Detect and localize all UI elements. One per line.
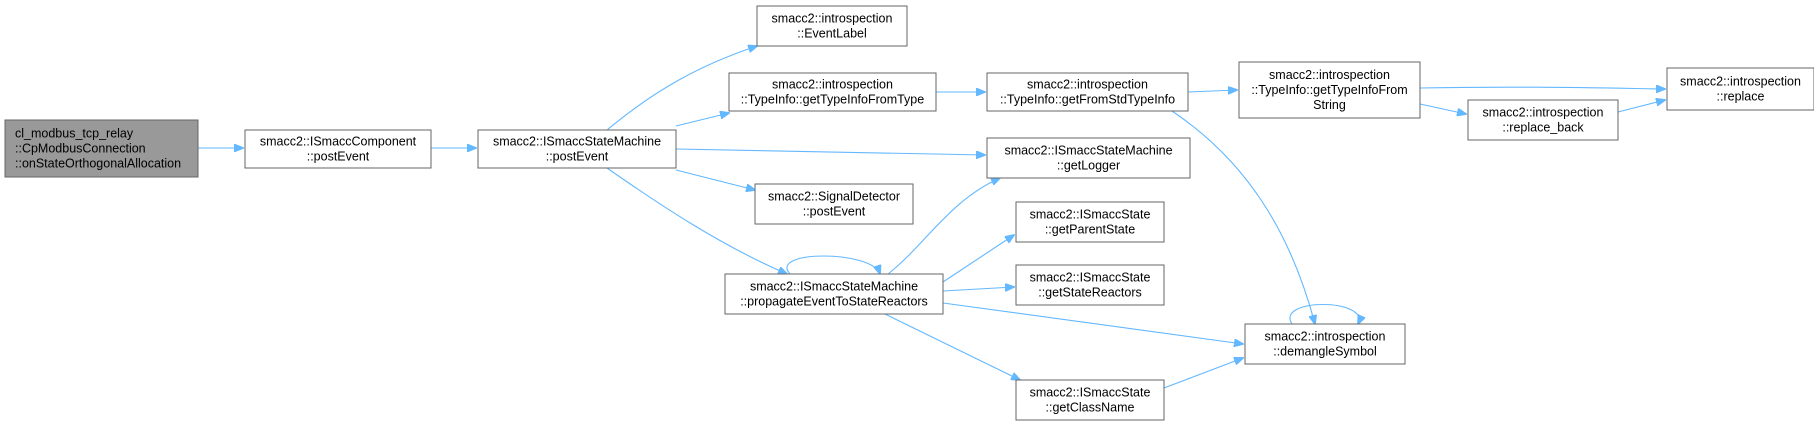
node-label-line: smacc2::introspection: [1027, 78, 1148, 92]
node-label-line: smacc2::introspection: [1483, 106, 1604, 120]
node-label-line: ::CpModbusConnection: [15, 142, 146, 156]
edge-getclass-to-demangle: [1163, 358, 1243, 389]
edge-propagate-to-demangle: [942, 302, 1243, 344]
node-label-line: ::getLogger: [1057, 159, 1120, 173]
edge-propagate-to-propagate: [786, 255, 880, 274]
edge-demangle-to-demangle: [1289, 304, 1359, 325]
edge-sm-post-to-evlabel: [606, 46, 757, 131]
node-label-line: smacc2::introspection: [772, 12, 893, 26]
node-demanglesymbol[interactable]: smacc2::introspection::demangleSymbol: [1244, 323, 1406, 365]
node-getstatereactors[interactable]: smacc2::ISmaccState::getStateReactors: [1015, 264, 1165, 306]
node-label-line: ::replace: [1717, 90, 1765, 104]
node-box: [244, 129, 432, 169]
node-box: [1666, 67, 1814, 111]
node-getlogger[interactable]: smacc2::ISmaccStateMachine::getLogger: [986, 137, 1191, 179]
node-box: [728, 72, 937, 112]
node-label-line: ::onStateOrthogonalAllocation: [15, 157, 181, 171]
node-label-line: smacc2::ISmaccComponent: [260, 135, 417, 149]
node-label-line: smacc2::ISmaccStateMachine: [493, 135, 661, 149]
node-signaldetector-postevent[interactable]: smacc2::SignalDetector::postEvent: [754, 183, 914, 225]
node-box: [1015, 379, 1165, 421]
node-getparentstate[interactable]: smacc2::ISmaccState::getParentState: [1015, 201, 1165, 243]
edge-propagate-to-getclass: [884, 313, 1020, 380]
node-label-line: smacc2::ISmaccStateMachine: [750, 280, 918, 294]
node-label-line: cl_modbus_tcp_relay: [15, 127, 134, 141]
node-box: [1015, 201, 1165, 243]
node-label-line: ::postEvent: [546, 150, 609, 164]
node-box: [986, 72, 1189, 112]
node-eventlabel[interactable]: smacc2::introspection::EventLabel: [756, 5, 908, 47]
edges-layer: [198, 46, 1665, 389]
node-box: [1238, 61, 1421, 119]
node-label-line: ::propagateEventToStateReactors: [740, 295, 928, 309]
edge-getti-str-to-replace-back: [1419, 103, 1466, 114]
node-ismaccstatemachine-postevent[interactable]: smacc2::ISmaccStateMachine::postEvent: [477, 129, 677, 169]
edge-getfromstd-to-demangle: [1171, 110, 1315, 324]
node-box: [754, 183, 914, 225]
node-onstateorthogonalallocation[interactable]: cl_modbus_tcp_relay::CpModbusConnection:…: [4, 119, 199, 178]
edge-replace-back-to-replace: [1617, 100, 1665, 113]
node-gettypeinfofromtype[interactable]: smacc2::introspection::TypeInfo::getType…: [728, 72, 937, 112]
node-label-line: smacc2::introspection: [772, 78, 893, 92]
node-label-line: smacc2::introspection: [1265, 330, 1386, 344]
node-label-line: ::postEvent: [803, 205, 866, 219]
edge-propagate-to-getlogger: [887, 178, 1000, 275]
node-label-line: ::getStateReactors: [1038, 286, 1142, 300]
node-box: [756, 5, 908, 47]
edge-getti-str-to-replace: [1419, 87, 1665, 89]
node-label-line: String: [1313, 98, 1346, 112]
node-label-line: smacc2::SignalDetector: [768, 190, 900, 204]
node-box: [477, 129, 677, 169]
node-replace[interactable]: smacc2::introspection::replace: [1666, 67, 1814, 111]
edge-getfromstd-to-getti-str: [1187, 90, 1237, 92]
node-label-line: smacc2::ISmaccStateMachine: [1004, 144, 1172, 158]
node-label-line: ::TypeInfo::getTypeInfoFromType: [741, 93, 924, 107]
nodes-layer: cl_modbus_tcp_relay::CpModbusConnection:…: [4, 5, 1814, 421]
node-box: [1244, 323, 1406, 365]
node-label-line: smacc2::ISmaccState: [1030, 386, 1151, 400]
node-box: [724, 273, 944, 315]
node-label-line: ::replace_back: [1502, 121, 1584, 135]
edge-propagate-to-getreactors: [942, 287, 1014, 292]
node-ismacccomponent-postevent[interactable]: smacc2::ISmaccComponent::postEvent: [244, 129, 432, 169]
node-label-line: ::getClassName: [1046, 401, 1135, 415]
node-replace-back[interactable]: smacc2::introspection::replace_back: [1467, 99, 1619, 141]
node-label-line: ::EventLabel: [797, 27, 867, 41]
node-label-line: ::getParentState: [1045, 223, 1135, 237]
node-label-line: smacc2::ISmaccState: [1030, 208, 1151, 222]
node-gettypeinfofromstring[interactable]: smacc2::introspection::TypeInfo::getType…: [1238, 61, 1421, 119]
node-label-line: smacc2::introspection: [1680, 75, 1801, 89]
node-label-line: smacc2::introspection: [1269, 68, 1390, 82]
node-box: [986, 137, 1191, 179]
edge-sm-post-to-getlogger: [675, 148, 985, 155]
edge-sm-post-to-propagate: [606, 167, 787, 274]
node-label-line: ::TypeInfo::getTypeInfoFrom: [1251, 83, 1407, 97]
node-label-line: ::TypeInfo::getFromStdTypeInfo: [1000, 93, 1175, 107]
node-box: [1015, 264, 1165, 306]
node-getclassname[interactable]: smacc2::ISmaccState::getClassName: [1015, 379, 1165, 421]
node-label-line: ::demangleSymbol: [1273, 345, 1377, 359]
node-box: [4, 119, 199, 178]
node-label-line: smacc2::ISmaccState: [1030, 271, 1151, 285]
edge-sm-post-to-sigdet: [675, 169, 755, 190]
node-propagateeventtostatereactors[interactable]: smacc2::ISmaccStateMachine::propagateEve…: [724, 273, 944, 315]
edge-propagate-to-getparent: [942, 235, 1014, 283]
node-label-line: ::postEvent: [307, 150, 370, 164]
node-box: [1467, 99, 1619, 141]
edge-sm-post-to-getti-type: [675, 113, 729, 127]
node-getfromstdtypeinfo[interactable]: smacc2::introspection::TypeInfo::getFrom…: [986, 72, 1189, 112]
